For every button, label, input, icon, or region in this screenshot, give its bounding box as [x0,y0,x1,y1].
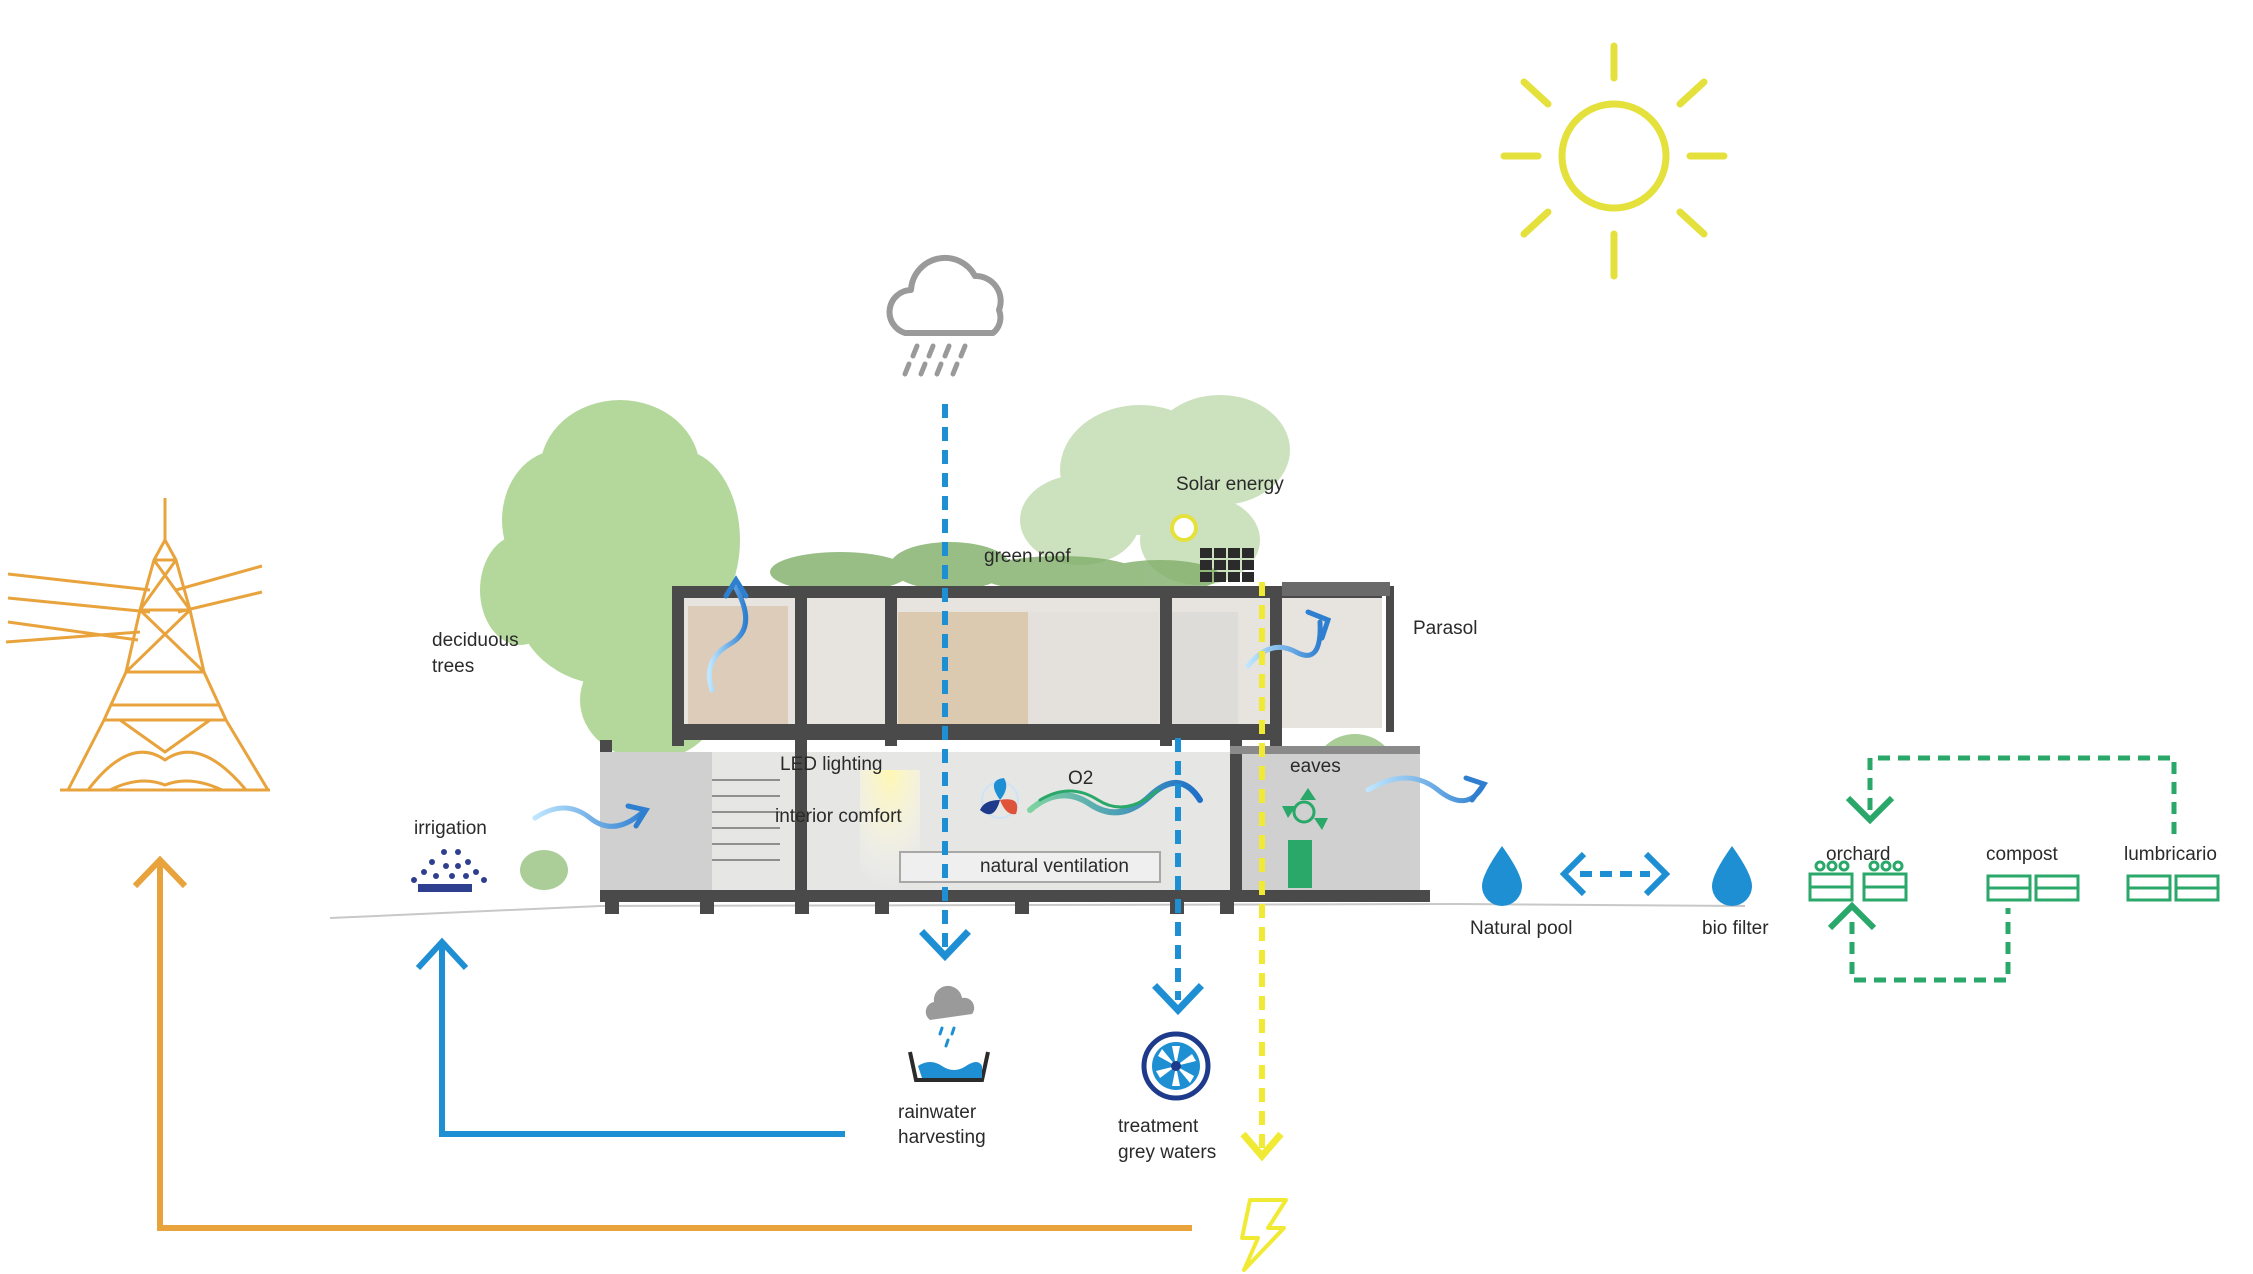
label-orchard: orchard [1826,844,1891,865]
lumbricario-boxes [2126,874,2220,902]
label-led-lighting: LED lighting [780,754,883,775]
organic-cycle-lines [1849,755,2177,983]
wind-arrows [532,575,1489,829]
rain-cloud-icon [886,254,1004,377]
pool-biofilter-exchange [1559,851,1671,897]
label-natural-pool: Natural pool [1470,918,1573,939]
label-rainwater: rainwater [898,1102,977,1123]
label-parasol: Parasol [1413,618,1478,639]
water-treatment-icon [1141,1031,1211,1101]
label-harvesting: harvesting [898,1127,986,1148]
sprinkler-icon [411,849,487,892]
rain-downpipes [942,404,1181,1000]
grid-return-line [132,855,1192,1231]
rainwater-tank-icon [908,985,990,1082]
lightning-bolt-icon [1240,1198,1288,1272]
label-o2: O2 [1068,768,1094,789]
green-roof-grass [770,542,1220,592]
label-interior-comfort: interior comfort [775,806,902,827]
power-pylon-icon [5,498,270,792]
irrigation-return-line [415,937,845,1137]
label-treatment: treatment [1118,1116,1199,1137]
label-bio-filter: bio filter [1702,918,1769,939]
ground-line [329,902,1746,919]
ventilation-wave [1027,779,1203,816]
label-green-roof: green roof [984,546,1071,567]
label-deciduous: deciduous [432,630,519,651]
label-solar-energy: Solar energy [1176,474,1284,495]
label-natural-ventilation: natural ventilation [980,856,1129,877]
label-trees: trees [432,656,475,677]
solar-panel-icon [1170,514,1254,582]
recycle-icon [1282,788,1328,830]
label-irrigation: irrigation [414,818,487,839]
water-drop-icon [1482,846,1752,906]
house-section [600,582,1430,914]
compost-boxes [1986,874,2080,902]
fan-icon [980,778,1019,819]
orchard-boxes [1808,860,1908,902]
solar-feed [1240,582,1284,1162]
planter-box-icon [1808,860,2220,902]
label-compost: compost [1986,844,2058,865]
organic-cycle-arrowheads [1827,795,1895,931]
label-lumbricario: lumbricario [2124,844,2217,865]
label-eaves: eaves [1290,756,1341,777]
label-grey-waters: grey waters [1118,1142,1217,1163]
downpipe-arrowheads [919,929,1204,1016]
sun-icon [1500,42,1728,280]
